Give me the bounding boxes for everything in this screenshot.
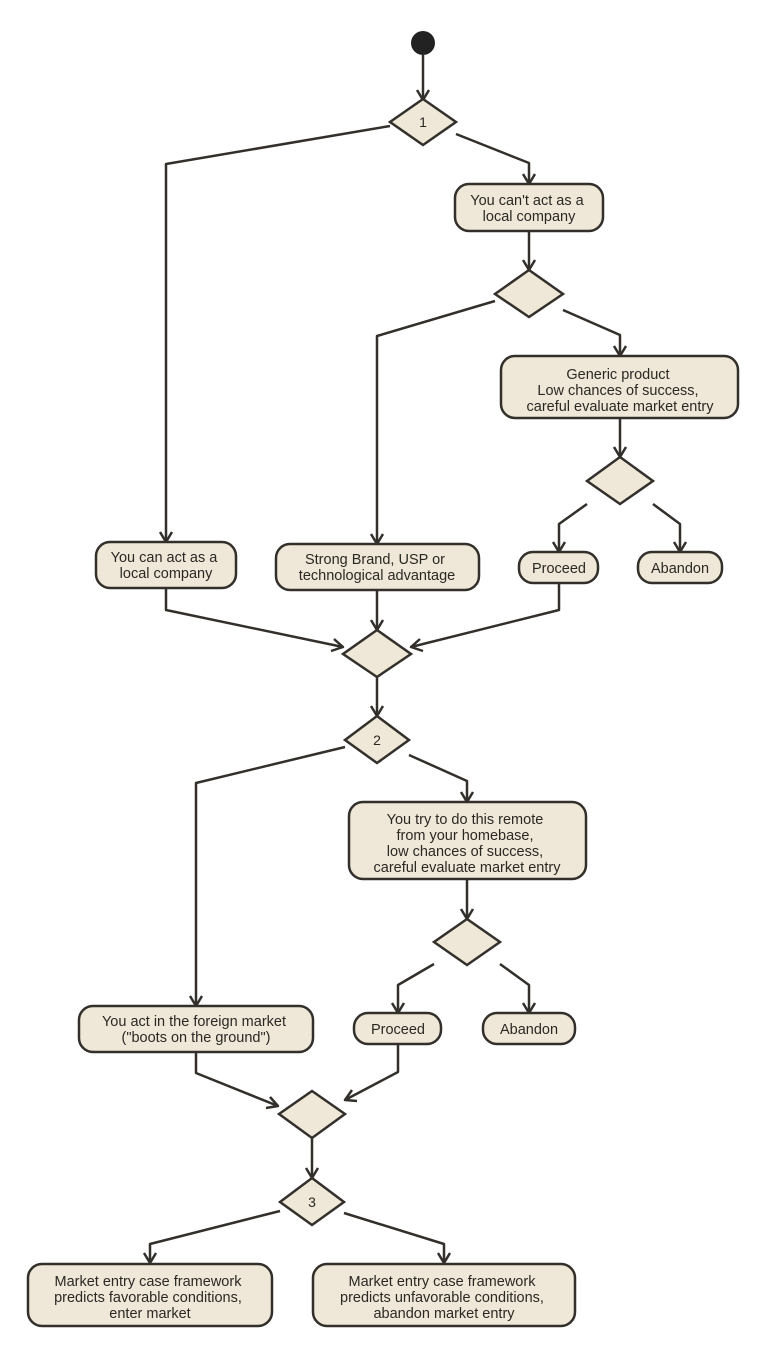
edge-d-pa1-to-proceed-1: [557, 502, 588, 552]
label-line: You try to do this remote: [387, 812, 544, 828]
edge-d1-to-cant-act-local: [455, 132, 531, 184]
arrowhead: [330, 638, 345, 653]
activity-cant-act-local: You can't act as a local company: [453, 182, 605, 233]
edge-d-sub-to-generic: [562, 308, 622, 356]
decision-2-label: 2: [373, 732, 381, 748]
label-line: low chances of success,: [387, 844, 543, 860]
svg-text:You act in the foreign market: You act in the foreign market ("boots on…: [102, 1014, 290, 1046]
activity-strong-brand: Strong Brand, USP or technological advan…: [274, 542, 481, 592]
activity-generic-product: Generic product Low chances of success, …: [499, 354, 740, 420]
arrowhead: [265, 1096, 280, 1110]
label-line: Proceed: [532, 561, 586, 577]
svg-text:You try to do this remote: You try to do this remote from your home…: [374, 812, 562, 876]
activity-unfavorable: Market entry case framework predicts unf…: [311, 1262, 577, 1328]
svg-text:Market entry case framework: Market entry case framework predicts unf…: [340, 1274, 548, 1322]
decision-diamond: [492, 268, 566, 319]
activity-proceed-1: Proceed: [517, 550, 600, 585]
edge-can-act-to-merge-1: [164, 588, 344, 649]
label-line: Market entry case framework: [55, 1274, 243, 1290]
edge-d-pa2-to-abandon-2: [499, 962, 531, 1013]
label-line: Strong Brand, USP or: [305, 552, 445, 568]
decision-diamond: [584, 455, 656, 506]
edge-d2-to-remote: [408, 753, 469, 802]
label-line: local company: [483, 209, 576, 225]
edge-boots-to-merge-2: [194, 1052, 279, 1108]
edge-proceed-1-to-merge-1: [410, 583, 561, 649]
arrowhead: [409, 638, 424, 653]
edge-d-pa1-to-abandon-1: [652, 502, 682, 552]
svg-text:Strong Brand, USP or tec: Strong Brand, USP or technological advan…: [299, 552, 455, 584]
label-line: Abandon: [500, 1022, 558, 1038]
merge-diamond: [276, 1089, 348, 1140]
arrowheads: [142, 89, 688, 1265]
label-line: Generic product: [566, 367, 669, 383]
label-line: ("boots on the ground"): [122, 1030, 271, 1046]
svg-text:You can't act as a local: You can't act as a local company: [470, 193, 588, 225]
label-line: Abandon: [651, 561, 709, 577]
edge-d-sub-to-strong-brand: [375, 299, 496, 544]
label-line: local company: [120, 566, 213, 582]
edge-d2-to-boots: [194, 745, 346, 1006]
label-line: You can't act as a: [470, 193, 584, 209]
activity-abandon-1: Abandon: [636, 550, 724, 585]
decision-1: 1: [387, 97, 459, 147]
activity-remote: You try to do this remote from your home…: [347, 800, 588, 881]
label-line: enter market: [109, 1306, 190, 1322]
edge-d-pa2-to-proceed-2: [396, 962, 435, 1013]
decision-1-label: 1: [419, 114, 427, 130]
label-line: Low chances of success,: [537, 383, 698, 399]
label-line: You can act as a: [111, 550, 219, 566]
edge-d3-to-unfavorable: [343, 1211, 446, 1263]
label-line: predicts unfavorable conditions,: [340, 1290, 544, 1306]
svg-text:Market entry case framework: Market entry case framework predicts fav…: [54, 1274, 246, 1322]
svg-text:You can act as a local c: You can act as a local company: [111, 550, 222, 582]
decision-3-label: 3: [308, 1194, 316, 1210]
decision-2: 2: [342, 714, 412, 765]
label-line: predicts favorable conditions,: [54, 1290, 242, 1306]
edge-d1-to-can-act-local: [164, 124, 391, 542]
label-line: technological advantage: [299, 568, 455, 584]
label-line: careful evaluate market entry: [527, 399, 715, 415]
label-line: You act in the foreign market: [102, 1014, 286, 1030]
edge-proceed-2-to-merge-2: [344, 1044, 400, 1102]
edge-d3-to-favorable: [148, 1209, 281, 1263]
activity-proceed-2: Proceed: [352, 1011, 443, 1046]
decision-3: 3: [277, 1176, 347, 1227]
label-line: Proceed: [371, 1022, 425, 1038]
arrowhead: [343, 1089, 358, 1103]
activity-boots-on-ground: You act in the foreign market ("boots on…: [77, 1004, 315, 1054]
label-line: careful evaluate market entry: [374, 860, 562, 876]
activity-abandon-2: Abandon: [481, 1011, 577, 1046]
label-line: from your homebase,: [396, 828, 533, 844]
label-line: Market entry case framework: [349, 1274, 537, 1290]
edges: [148, 55, 682, 1263]
svg-text:Generic product Low chan: Generic product Low chances of success, …: [527, 367, 715, 415]
activity-can-act-local: You can act as a local company: [94, 540, 238, 590]
start-node: [411, 31, 435, 55]
merge-diamond: [340, 628, 414, 679]
decision-diamond: [431, 917, 503, 967]
label-line: abandon market entry: [373, 1306, 515, 1322]
activity-favorable: Market entry case framework predicts fav…: [26, 1262, 274, 1328]
